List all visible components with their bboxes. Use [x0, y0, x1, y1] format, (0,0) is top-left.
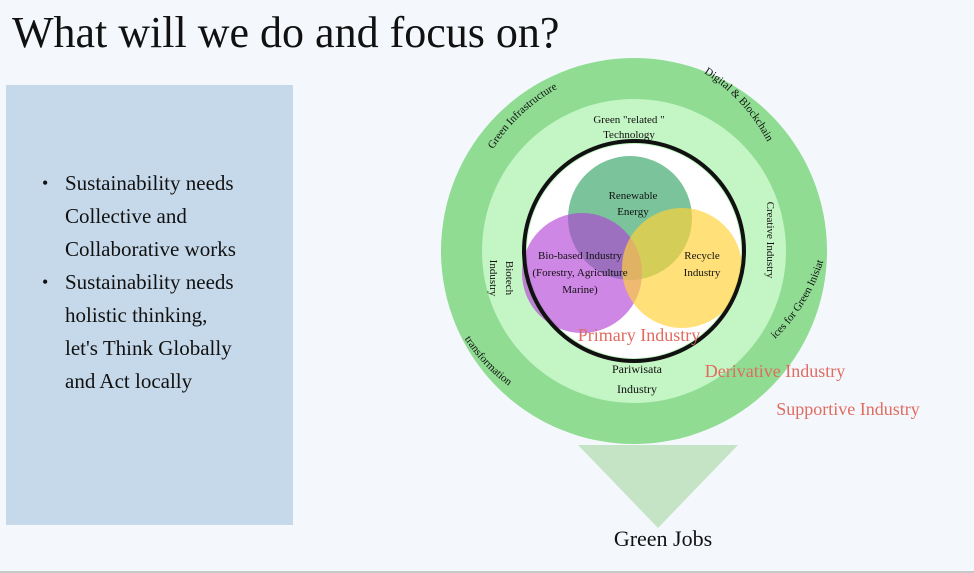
green-jobs-label: Green Jobs	[614, 526, 712, 551]
bullet-line: and Act locally	[65, 369, 193, 393]
down-arrow-triangle	[578, 445, 738, 528]
venn-label-renewable-line2: Energy	[617, 206, 649, 218]
middle-label-green-tech-line2: Technology	[603, 129, 655, 141]
bullet-line: Sustainability needs	[65, 270, 234, 294]
middle-label-biotech-line1: Biotech	[503, 261, 515, 296]
primary-boundary-ring	[522, 139, 746, 363]
bullet-list: Sustainability needs Collective and Coll…	[42, 167, 282, 398]
bullet-item: Sustainability needs Collective and Coll…	[42, 167, 282, 266]
middle-label-biotech-line2: Industry	[487, 260, 499, 297]
slide-title: What will we do and focus on?	[12, 8, 560, 57]
bullet-line: Collaborative works	[65, 237, 236, 261]
outer-label-creative-industry: Creative Industry	[764, 202, 776, 279]
industry-diagram: Green Infrastructure Digital & Blockchai…	[420, 40, 920, 551]
footer-divider	[0, 571, 974, 573]
text-panel: Sustainability needs Collective and Coll…	[6, 85, 293, 525]
venn-label-recycle-line1: Recycle	[684, 250, 720, 262]
level-label-derivative: Derivative Industry	[705, 361, 845, 381]
venn-label-recycle-line2: Industry	[684, 267, 721, 279]
bullet-line: let's Think Globally	[65, 336, 232, 360]
bullet-line: Collective and	[65, 204, 187, 228]
venn-label-biobased-line2: (Forestry, Agriculture	[532, 267, 627, 279]
venn-recycle-industry	[622, 208, 742, 328]
venn-biobased-industry	[522, 213, 642, 333]
bullet-line: Sustainability needs	[65, 171, 234, 195]
middle-label-pariwisata-line1: Pariwisata	[612, 362, 663, 376]
middle-label-pariwisata-line2: Industry	[617, 382, 657, 396]
level-label-supportive: Supportive Industry	[776, 399, 920, 419]
venn-label-biobased-line1: Bio-based Industry	[538, 250, 623, 262]
venn-label-renewable-line1: Renewable	[609, 190, 658, 202]
level-label-primary: Primary Industry	[578, 325, 700, 345]
bullet-line: holistic thinking,	[65, 303, 208, 327]
venn-label-biobased-line3: Marine)	[562, 284, 598, 296]
bullet-item: Sustainability needs holistic thinking, …	[42, 266, 282, 398]
middle-label-green-tech-line1: Green "related "	[593, 114, 664, 126]
